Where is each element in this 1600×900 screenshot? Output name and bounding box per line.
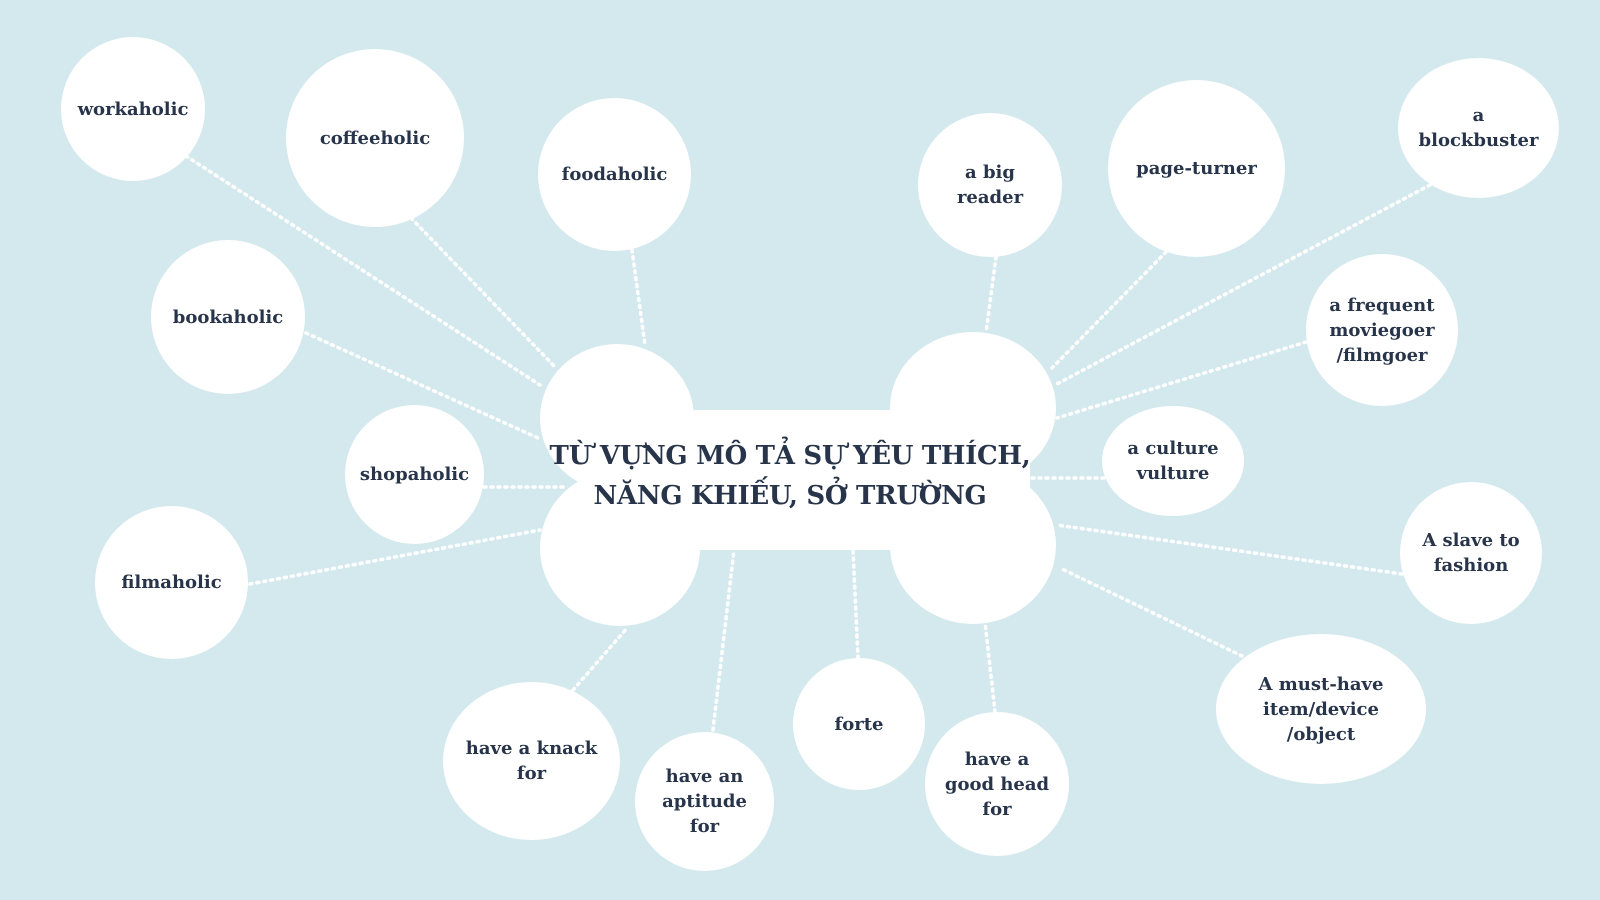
connector-big-reader — [984, 255, 998, 335]
connector-coffeeholic — [409, 216, 558, 370]
connector-forte — [851, 548, 860, 660]
node-slave-fashion: A slave to fashion — [1400, 482, 1542, 624]
node-label: have an aptitude for — [662, 766, 747, 837]
node-good-head: have a good head for — [925, 712, 1069, 856]
connector-aptitude — [711, 548, 736, 732]
center-shape-knob-top-right — [890, 332, 1056, 484]
node-bookaholic: bookaholic — [151, 240, 305, 394]
center-title: TỪ VỰNG MÔ TẢ SỰ YÊU THÍCH, NĂNG KHIẾU, … — [540, 436, 1040, 516]
node-label: a big reader — [956, 162, 1024, 208]
node-must-have: A must-have item/device /object — [1216, 634, 1426, 784]
connector-good-head — [983, 620, 997, 714]
node-label: workaholic — [77, 98, 189, 120]
connector-knack — [571, 625, 630, 692]
connector-bookaholic — [304, 331, 540, 440]
center-shape-knob-bottom-left — [540, 470, 700, 626]
connector-slave-fashion — [1055, 523, 1404, 576]
node-forte: forte — [793, 658, 925, 790]
node-page-turner: page-turner — [1108, 80, 1285, 257]
center-title-line-2: NĂNG KHIẾU, SỞ TRƯỜNG — [593, 481, 987, 511]
node-label: foodaholic — [561, 164, 668, 185]
node-knack: have a knack for — [443, 682, 620, 840]
node-label: A must-have item/device /object — [1258, 673, 1384, 745]
node-label: coffeeholic — [319, 127, 431, 149]
node-culture-vulture: a culture vulture — [1102, 406, 1244, 516]
center-shape-knob-bottom-right — [890, 466, 1056, 624]
node-label: filmaholic — [121, 572, 222, 593]
node-moviegoer: a frequent moviegoer /filmgoer — [1306, 254, 1458, 406]
node-label: a culture vulture — [1127, 438, 1219, 484]
node-label: bookaholic — [172, 306, 284, 328]
connector-foodaholic — [630, 248, 647, 347]
node-label: forte — [834, 713, 884, 735]
node-shopaholic: shopaholic — [345, 405, 484, 544]
center-title-line-1: TỪ VỰNG MÔ TẢ SỰ YÊU THÍCH, — [549, 441, 1031, 471]
connector-filmaholic — [248, 528, 542, 586]
connector-blockbuster — [1053, 183, 1432, 387]
connector-page-turner — [1050, 250, 1168, 370]
connector-moviegoer — [1055, 340, 1308, 420]
node-label: a blockbuster — [1418, 105, 1539, 151]
node-aptitude: have an aptitude for — [635, 732, 774, 871]
node-foodaholic: foodaholic — [538, 98, 691, 251]
node-coffeeholic: coffeeholic — [286, 49, 464, 227]
connector-must-have — [1058, 566, 1244, 658]
node-big-reader: a big reader — [918, 113, 1062, 257]
node-workaholic: workaholic — [61, 37, 205, 181]
node-label: have a knack for — [465, 738, 598, 784]
node-label: have a good head for — [944, 748, 1050, 820]
center-shape-knob-top-left — [540, 344, 694, 492]
node-label: page-turner — [1136, 158, 1257, 179]
node-label: A slave to fashion — [1422, 530, 1520, 576]
node-blockbuster: a blockbuster — [1398, 58, 1559, 198]
node-label: shopaholic — [359, 464, 470, 485]
node-label: a frequent moviegoer /filmgoer — [1329, 294, 1435, 366]
node-filmaholic: filmaholic — [95, 506, 248, 659]
connector-workaholic — [184, 154, 542, 387]
